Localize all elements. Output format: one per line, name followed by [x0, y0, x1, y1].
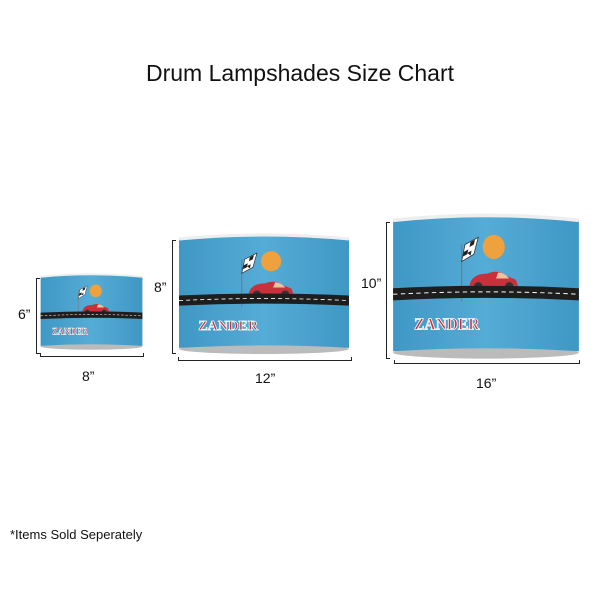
page-title: Drum Lampshades Size Chart [145, 60, 455, 86]
checkered-flag-icon [461, 236, 479, 302]
shade-shadow [393, 346, 579, 359]
width-bracket [178, 357, 352, 361]
height-label: 6” [18, 306, 31, 322]
footnote: *Items Sold Seperately [10, 527, 143, 542]
shade-medium: ZANDER [178, 233, 350, 356]
height-label: 8” [154, 279, 167, 295]
shade-shadow [179, 343, 349, 354]
sun-icon [260, 251, 282, 272]
height-label: 10” [361, 275, 382, 291]
shade-shadow [40, 343, 143, 350]
width-label: 8” [82, 368, 95, 384]
shade-name-text: ZANDER [52, 326, 88, 336]
shade-small: ZANDER [40, 273, 143, 351]
width-bracket [40, 353, 144, 357]
shade-name-text: ZANDER [414, 315, 480, 334]
shade-name-text: ZANDER [198, 318, 259, 334]
shade-large: ZANDER [392, 213, 580, 361]
width-bracket [394, 360, 580, 364]
width-label: 12” [255, 370, 276, 386]
road [393, 285, 579, 301]
road [40, 311, 143, 320]
height-bracket [172, 240, 176, 354]
height-bracket [36, 278, 40, 354]
road [179, 293, 349, 306]
sun-icon [89, 284, 102, 298]
width-label: 16” [476, 375, 497, 391]
sun-icon [482, 234, 505, 260]
height-bracket [386, 222, 390, 359]
